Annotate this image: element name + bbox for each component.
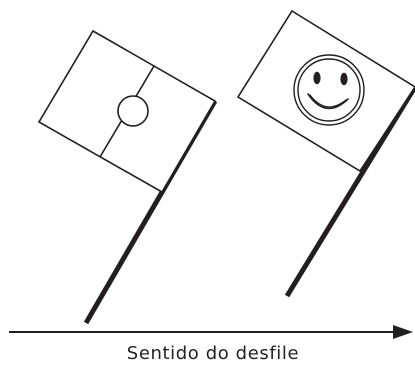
direction-caption: Sentido do desfile (127, 343, 299, 364)
right-flag-cloth (236, 9, 415, 173)
right-flag-pole (284, 85, 415, 298)
smiley-right-eye (340, 72, 348, 86)
direction-arrow (9, 325, 413, 339)
left-flag (37, 29, 218, 325)
left-flag-center-circle (117, 95, 149, 127)
right-flag (236, 9, 415, 298)
smiley-face-icon (293, 54, 365, 126)
direction-arrowhead-icon (393, 325, 413, 339)
smiley-mouth (307, 93, 349, 110)
smiley-left-eye (313, 71, 321, 85)
